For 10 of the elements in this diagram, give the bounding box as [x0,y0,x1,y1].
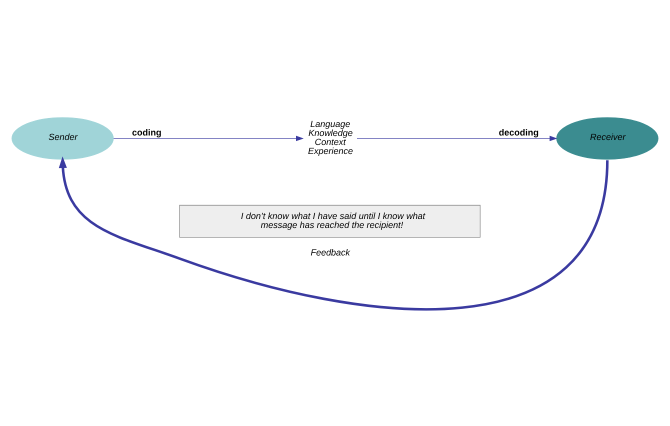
arrow [113,135,304,141]
node-text: Language Knowledge Context Experience [308,118,353,156]
arrow [58,156,609,310]
edge-label: Feedback [310,246,350,257]
node-box: I don’t know what I have said until I know what message has reached the recipient! [179,204,480,238]
arrow [356,135,558,141]
edge-label: decoding [498,126,539,137]
edge-label: coding [132,126,162,137]
node-ellipse: Sender [12,116,114,160]
node-ellipse: Receiver [556,116,658,160]
